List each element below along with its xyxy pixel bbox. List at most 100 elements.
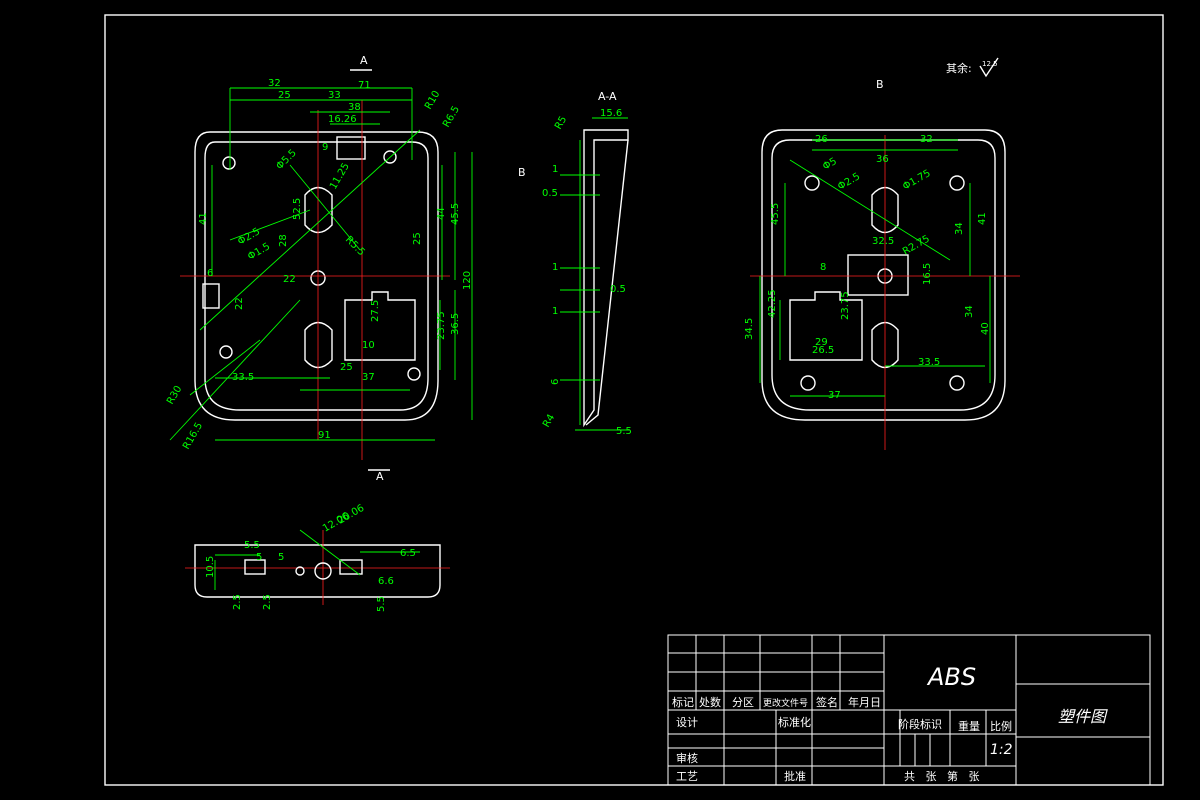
dim-label: 0.5 [542,188,558,199]
dim-label: R5 [553,114,569,131]
dim-label: 34.5 [744,318,755,340]
title-block: 标记 处数 分区 更改文件号 签名 年月日 设计 标准化 审核 工艺 批准 AB… [667,634,1151,786]
dim-label: 41 [198,212,209,225]
weight-label: 重量 [958,719,980,733]
dim-label: R2.75 [901,233,932,257]
header-zone: 分区 [732,696,754,709]
dim-label: 32 [268,78,281,89]
dim-label: 12.06 [321,511,351,535]
dim-label: 38 [348,102,361,113]
front-view [169,87,473,460]
header-change-doc: 更改文件号 [763,697,808,709]
material-name: ABS [926,663,976,691]
dim-label: 25 [412,232,423,245]
dim-label: Φ1.5 [246,241,272,262]
section-view: A-A 15.6 R5 0.5 1 1 0.5 1 6 R4 5.5 B [518,90,632,437]
dim-label: 5.5 [616,426,632,437]
dim-label: 91 [318,430,331,441]
dim-label: 5 [278,552,284,563]
surface-roughness-icon [979,57,999,78]
dim-label: 1 [552,262,558,273]
dim-label: 44 [436,207,447,220]
surface-note-text: 其余: [946,61,972,75]
dim-label: 5.5 [376,596,387,612]
dim-label: R10 [423,89,442,112]
dim-label: 6 [550,379,561,385]
header-signature: 签名 [816,695,838,709]
dim-label: 16.26 [328,114,357,125]
dim-label: 34 [964,305,975,318]
section-mark: B [518,166,526,179]
dim-label: 71 [358,80,371,91]
dim-label: Φ5.5 [274,148,299,173]
dim-label: 10.5 [205,556,216,578]
dim-label: 5.5 [244,540,260,551]
dim-label: 6 [207,268,213,279]
dim-label: 42.25 [767,289,778,318]
dim-label: Φ2.5 [836,171,862,192]
row-review: 审核 [676,751,698,765]
dim-label: 23.75 [436,311,447,340]
dim-label: 2.5 [232,594,243,610]
dim-label: 10 [362,340,375,351]
row-standardization: 标准化 [778,715,811,729]
dim-label: Φ1.75 [901,168,933,193]
dim-label: 28 [278,234,289,247]
sheet-count: 共 张 第 张 [904,769,979,783]
dim-label: 36.5 [450,313,461,335]
dim-label: 26.5 [812,345,834,356]
dim-label: 33.5 [232,372,254,383]
dim-label: 37 [828,390,841,401]
dim-label: 52.5 [292,198,303,220]
right-view: B 26 32 36 Φ5 Φ2.5 Φ1.75 45.5 41 32.5 R2… [744,78,1020,450]
dim-label: 32.5 [872,236,894,247]
header-date: 年月日 [848,695,881,709]
dim-label: R5.5 [343,234,367,258]
dim-label: 23.75 [840,291,851,320]
dim-label: 6.5 [400,548,416,559]
dim-label: 45.5 [450,203,461,225]
bottom-view: 20.06 12.06 5.5 5 5 6.5 10.5 2.5 2.5 6.6… [185,503,450,612]
dim-label: 15.6 [600,108,622,119]
dim-label: 5 [256,552,262,563]
dim-label: 33.5 [918,357,940,368]
drawing-frame [104,14,1164,786]
dim-label: 8 [820,262,826,273]
dim-label: 26 [815,134,828,145]
dim-label: 37 [362,372,375,383]
dim-label: 45.5 [770,203,781,225]
dim-label: 2.5 [262,594,273,610]
drawing-name: 塑件图 [1058,707,1108,726]
surface-finish-note: 其余: 12.5 [946,57,999,78]
dim-label: 11.25 [328,161,352,191]
dim-label: 1 [552,306,558,317]
dim-label: 9 [322,142,328,153]
front-view-labels: 32 25 33 71 38 16.26 9 R10 R6.5 Φ5.5 11.… [165,54,473,483]
row-process: 工艺 [676,770,698,783]
header-mark: 标记 [672,695,694,709]
dim-label: 22 [283,274,296,285]
dim-label: R30 [165,384,184,407]
row-approve: 批准 [784,769,806,783]
dim-label: 16.5 [922,263,933,285]
row-design: 设计 [676,716,698,729]
dim-label: Φ5 [821,156,839,173]
dim-label: 33 [328,90,341,101]
dim-label: 22 [234,297,245,310]
header-count: 处数 [699,696,721,709]
dim-label: 41 [977,212,988,225]
section-mark: A [376,470,384,483]
dim-label: 6.6 [378,576,394,587]
dim-label: Φ2.5 [236,226,262,247]
dim-label: R6.5 [441,104,462,129]
dim-label: R4 [541,412,557,429]
stage-label: 阶段标识 [898,717,942,731]
dim-label: R16.5 [181,421,205,452]
scale-label: 比例 [990,719,1012,733]
dim-label: 120 [462,271,473,290]
dim-label: 0.5 [610,284,626,295]
dim-label: 29 [815,337,828,348]
dim-label: 32 [920,134,933,145]
dim-label: 27.5 [370,300,381,322]
dim-label: 36 [876,154,889,165]
